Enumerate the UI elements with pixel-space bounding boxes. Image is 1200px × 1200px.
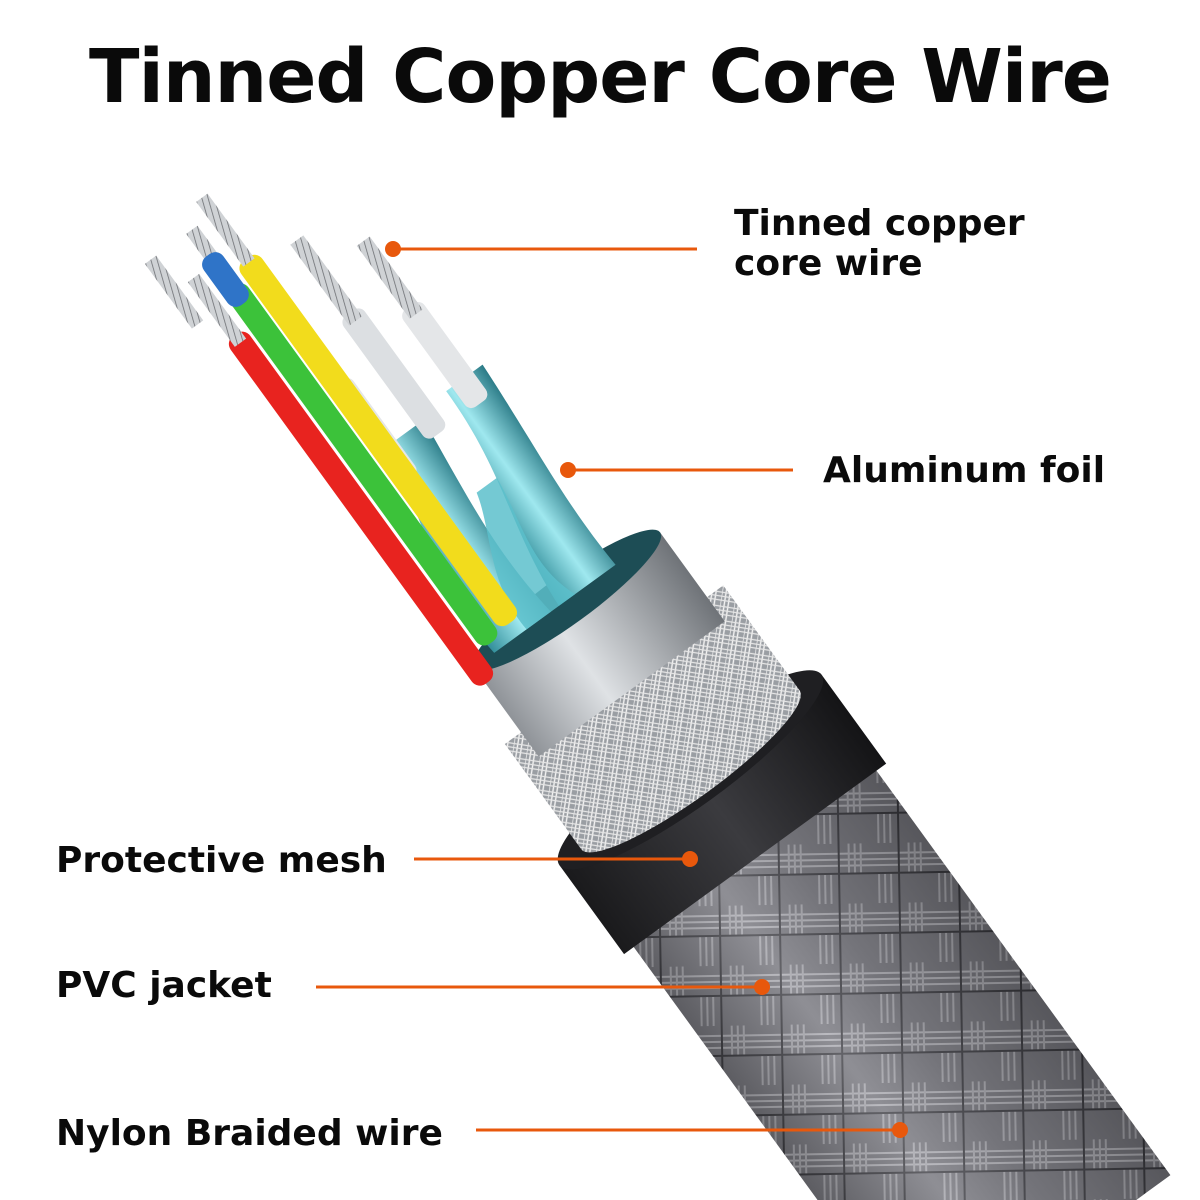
pvc-jacket-layer (559, 674, 887, 955)
green-wire (227, 283, 498, 646)
label-protective-mesh: Protective mesh (56, 840, 387, 881)
label-pvc-jacket: PVC jacket (56, 965, 272, 1006)
callout-dot-aluminum-foil (560, 462, 576, 478)
tinned-copper-strand (290, 235, 363, 326)
callout-dot-tinned-copper (385, 241, 401, 257)
page-title: Tinned Copper Core Wire (89, 34, 1112, 120)
label-aluminum-foil: Aluminum foil (823, 450, 1106, 491)
callout-dot-protective-mesh (682, 851, 698, 867)
label-nylon-braided: Nylon Braided wire (56, 1113, 443, 1154)
inner-shield-layer (473, 532, 725, 757)
yellow-wire (239, 254, 518, 627)
callout-dot-nylon-braided (892, 1122, 908, 1138)
red-wire (228, 331, 494, 686)
blue-wire (202, 252, 249, 307)
callout-lines (316, 241, 908, 1138)
label-tinned-copper: Tinned copper core wire (734, 204, 1025, 284)
label-tinned-copper-line2: core wire (734, 243, 923, 284)
label-tinned-copper-line1: Tinned copper (734, 203, 1025, 244)
foil-pair (446, 364, 616, 606)
protective-mesh-layer (504, 585, 800, 850)
cable-body (144, 193, 1171, 1200)
callout-dot-pvc-jacket (754, 979, 770, 995)
